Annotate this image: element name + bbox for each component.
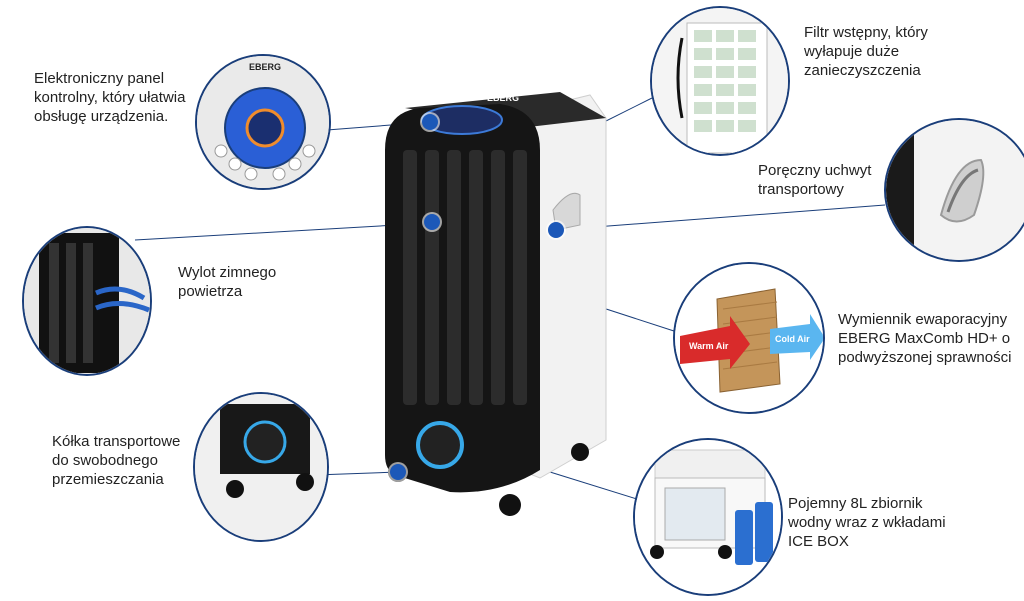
connector-wheels [314, 471, 399, 476]
label-exchanger: Wymiennik ewaporacyjny EBERG MaxComb HD+… [838, 311, 1012, 366]
detail-brand-logo: EBERG [249, 62, 282, 72]
front-vents [403, 150, 527, 405]
connector-air-outlet [134, 222, 433, 241]
label-handle: Poręczny uchwyt transportowy [758, 162, 872, 198]
detail-pre-filter [650, 6, 790, 156]
hotspot-handle[interactable] [548, 222, 564, 238]
detail-handle [884, 118, 1024, 262]
detail-tank [633, 438, 783, 596]
warm-air-label: Warm Air [689, 341, 729, 351]
product-brand-logo: EBERG [487, 93, 520, 103]
side-handle [552, 192, 581, 231]
detail-control-panel: EBERG [195, 54, 331, 190]
detail-exchanger: Warm Air Cold Air [673, 262, 825, 414]
hotspot-wheels[interactable] [390, 464, 406, 480]
label-control-panel: Elektroniczny panel kontrolny, który uła… [34, 70, 186, 125]
connector-tank [549, 471, 641, 501]
water-level-indicator [416, 421, 464, 469]
cold-air-label: Cold Air [775, 334, 810, 344]
label-pre-filter: Filtr wstępny, który wyłapuje duże zanie… [804, 24, 928, 79]
hotspot-air-outlet[interactable] [424, 214, 440, 230]
hotspot-control-panel[interactable] [422, 114, 438, 130]
detail-wheels [193, 392, 329, 542]
label-air-outlet: Wylot zimnego powietrza [178, 264, 277, 300]
connector-exchanger [599, 306, 678, 333]
label-tank: Pojemny 8L zbiornik wodny wraz z wkładam… [788, 495, 946, 550]
connector-handle [555, 204, 886, 231]
connector-pre-filter [597, 97, 653, 126]
detail-air-outlet [22, 226, 152, 376]
label-wheels: Kółka transportowe do swobodnego przemie… [52, 433, 181, 488]
